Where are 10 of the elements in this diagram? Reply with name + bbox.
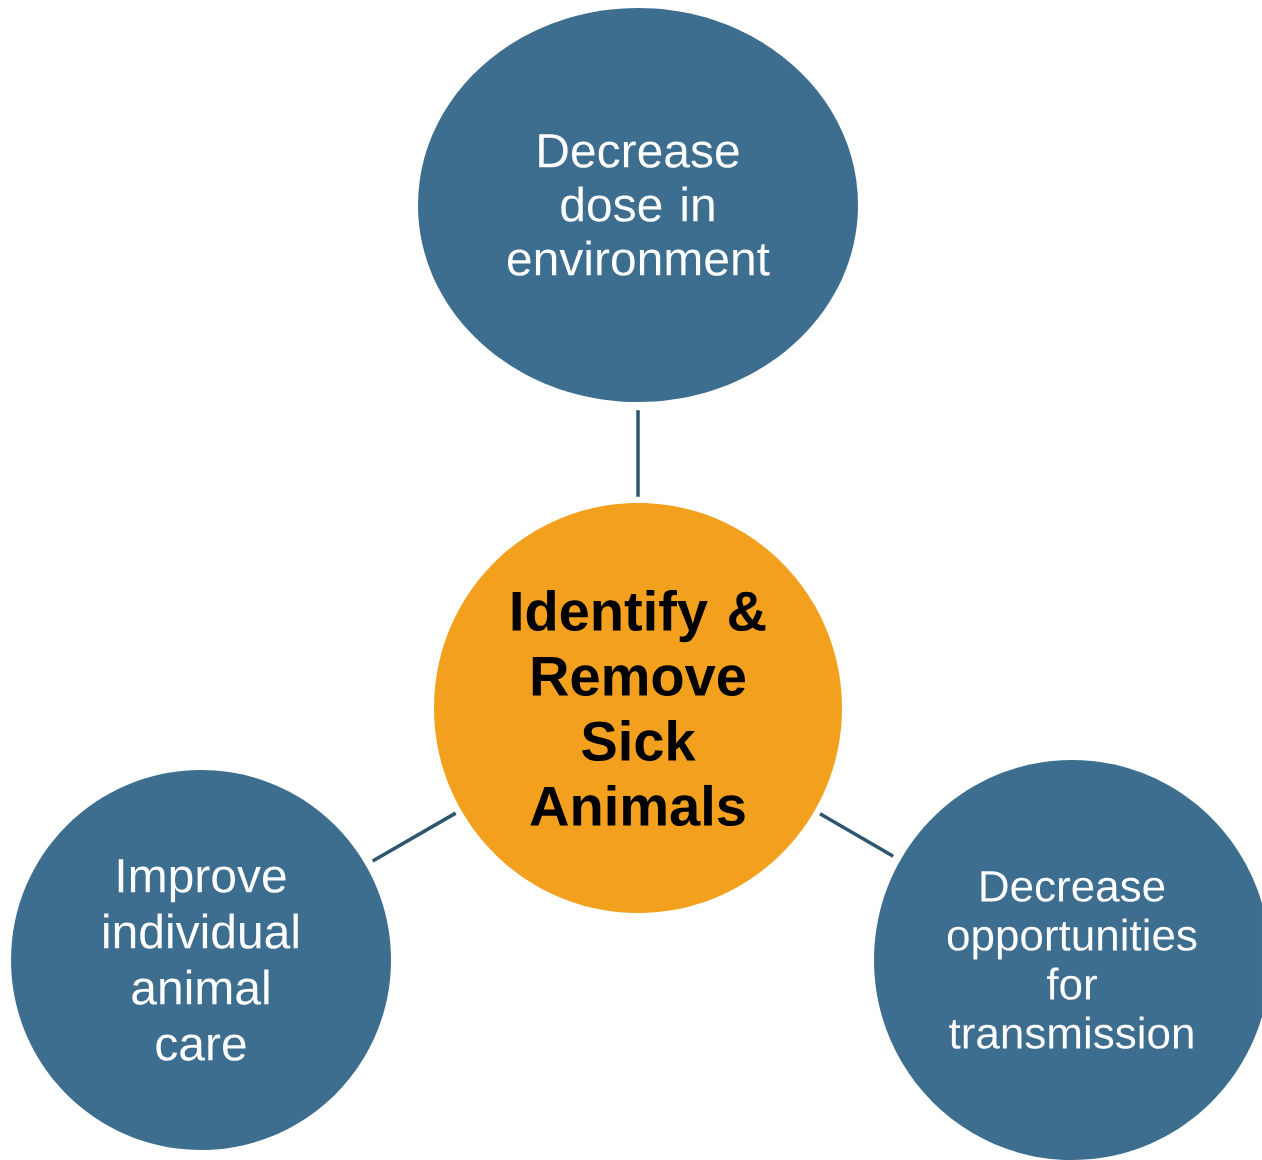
node-label: Improve individual animal care xyxy=(104,859,298,1061)
connector-line xyxy=(819,812,895,858)
goal-circle xyxy=(11,770,391,1150)
node-label: Identify & Remove Sick Animals xyxy=(512,589,766,827)
goal-circle xyxy=(418,8,858,402)
node-label: Decrease opportunities for transmission xyxy=(947,871,1197,1049)
node-label: Decrease dose in environment xyxy=(507,134,770,276)
center-circle xyxy=(434,503,842,913)
connector-line xyxy=(636,410,640,497)
connector-line xyxy=(371,811,457,863)
